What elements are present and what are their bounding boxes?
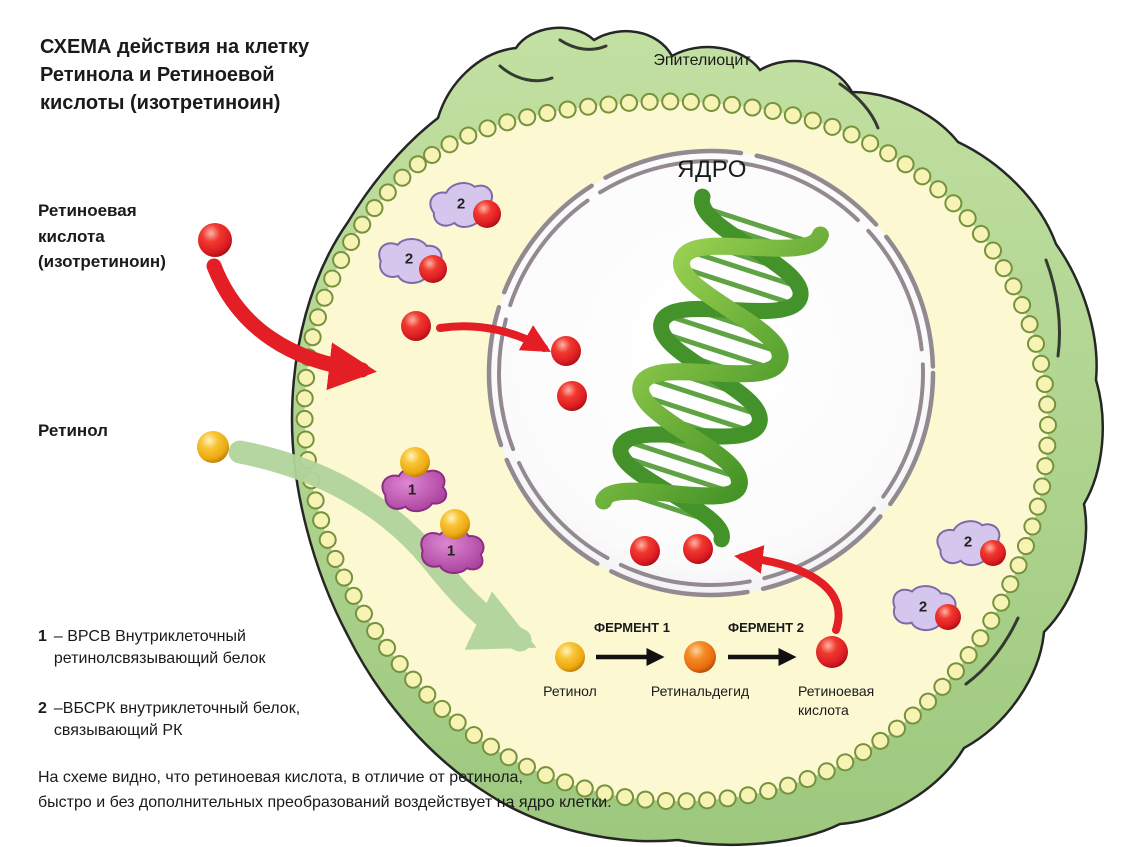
legend-item-2: 2 –ВБСРК внутриклеточный белок, связываю… xyxy=(38,698,300,743)
retinoic-acid-molecule xyxy=(630,536,660,566)
retinoic-acid-molecule xyxy=(683,534,713,564)
retinoic-acid-to-nucleus-arrow xyxy=(436,322,551,352)
dna-helix xyxy=(595,188,829,548)
retinol-molecule xyxy=(555,642,585,672)
enzyme2-label: ФЕРМЕНТ 2 xyxy=(728,620,804,635)
retinoic-acid-from-pathway-arrow xyxy=(734,545,843,634)
membrane-creases xyxy=(498,38,1061,686)
retinol-input-label: Ретинол xyxy=(38,421,108,440)
nuclear-envelope-inner xyxy=(497,159,925,587)
protein2-marker: 2 xyxy=(456,195,466,213)
protein2-marker: 2 xyxy=(963,533,973,551)
pathway-retinaldehyde-label: Ретинальдегид xyxy=(650,683,750,699)
legend-item-1: 1 – ВРСВ Внутриклеточный ретинолсвязываю… xyxy=(38,626,265,671)
retinoic-acid-molecule xyxy=(980,540,1006,566)
pathway-retinoic-acid-label: Ретиноевая кислота xyxy=(798,683,875,718)
legend-item-1-text: – ВРСВ Внутриклеточный ретинолсвязывающи… xyxy=(53,628,266,668)
protein1-blob xyxy=(420,528,485,574)
retinaldehyde-molecule xyxy=(684,641,716,673)
retinoic-acid-molecule xyxy=(401,311,431,341)
legend-item-2-text: –ВБСРК внутриклеточный белок, связывающи… xyxy=(53,700,301,740)
retinoic-acid-molecule xyxy=(816,636,848,668)
protein1-marker: 1 xyxy=(446,542,456,560)
protein1-blob xyxy=(381,466,448,513)
legend-item-2-number: 2 xyxy=(38,700,47,717)
retinol-molecules xyxy=(197,431,585,672)
retinoic-acid-molecule xyxy=(551,336,581,366)
retinoic-acid-molecule xyxy=(419,255,447,283)
footnote: На схеме видно, что ретиноевая кислота, … xyxy=(38,769,612,811)
page-title: СХЕМА действия на клетку Ретинола и Рети… xyxy=(40,36,310,114)
pathway-retinol-label: Ретинол xyxy=(543,683,597,699)
dna-strand-front xyxy=(595,226,829,510)
nucleus-label: ЯДРО xyxy=(677,156,747,183)
retinoic-acid-input-label: Ретиноевая кислота (изотретиноин) xyxy=(38,201,166,271)
retinol-molecule xyxy=(440,509,470,539)
protein2-marker: 2 xyxy=(918,598,928,616)
retinoic-acid-molecule xyxy=(935,604,961,630)
retinol-molecule xyxy=(400,447,430,477)
protein2-marker: 2 xyxy=(404,250,414,268)
legend-item-1-number: 1 xyxy=(38,628,47,645)
membrane-beads xyxy=(297,94,1056,809)
retinol-molecule xyxy=(197,431,229,463)
retinoic-acid-entry-arrow xyxy=(206,258,377,391)
retinoic-acid-molecule xyxy=(198,223,232,257)
retinoic-acid-molecules xyxy=(198,200,1006,668)
protein1-marker: 1 xyxy=(407,481,417,499)
retinoic-acid-molecule xyxy=(557,381,587,411)
nuclear-envelope-outer xyxy=(486,148,936,598)
enzyme1-label: ФЕРМЕНТ 1 xyxy=(594,620,670,635)
epitheliocyte-label: Эпителиоцит xyxy=(653,52,751,69)
retinoic-acid-molecule xyxy=(473,200,501,228)
